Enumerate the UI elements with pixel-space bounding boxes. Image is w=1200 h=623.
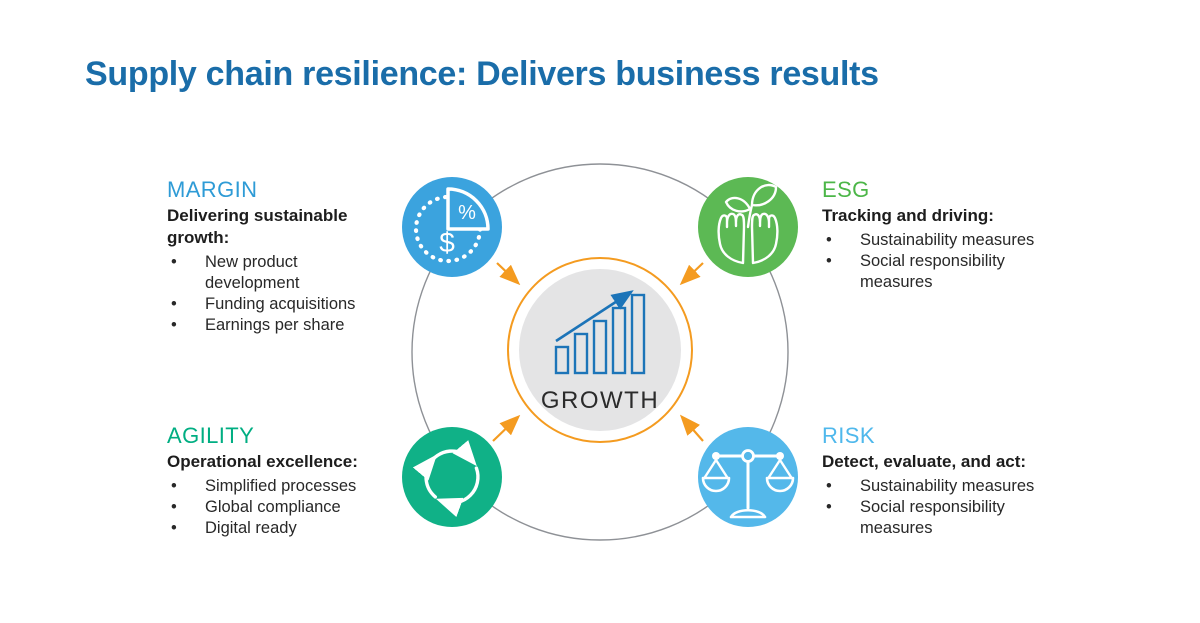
- quadrant-agility: AGILITY Operational excellence: Simplifi…: [167, 423, 377, 539]
- agility-heading: AGILITY: [167, 423, 255, 448]
- hands-holding-plant-icon: [698, 177, 798, 277]
- dollar-symbol: $: [439, 227, 455, 258]
- outer-cycle-circle: [411, 163, 789, 541]
- scale-left-dot: [712, 452, 720, 460]
- growth-gray-circle: [519, 269, 681, 431]
- pie-chart-dollar-percent-icon: % $: [402, 177, 502, 277]
- bullet-item: Earnings per share: [167, 315, 372, 336]
- esg-bullet-list: Sustainability measuresSocial responsibi…: [822, 230, 1072, 293]
- agility-subheading: Operational excellence:: [167, 452, 358, 472]
- scale-right-pan: [765, 476, 795, 493]
- quadrant-margin: MARGIN Delivering sustainable growth: Ne…: [167, 177, 372, 336]
- esg-heading: ESG: [822, 177, 870, 202]
- arrow-from-margin-icon: [496, 262, 521, 286]
- hand-left: [717, 212, 746, 265]
- balance-scale-icon: [698, 427, 798, 527]
- growth-hub: GROWTH: [507, 257, 693, 443]
- bullet-item: Digital ready: [167, 518, 377, 539]
- plant-leaf-left: [724, 196, 752, 213]
- margin-subheading: Delivering sustainable growth:: [167, 206, 348, 248]
- margin-heading: MARGIN: [167, 177, 258, 202]
- quadrant-risk: RISK Detect, evaluate, and act: Sustaina…: [822, 423, 1072, 539]
- hand-right: [750, 212, 779, 265]
- esg-subheading: Tracking and driving:: [822, 206, 994, 226]
- bullet-item: New product development: [167, 252, 372, 294]
- cycle-arc-right: [435, 466, 480, 518]
- growth-label: GROWTH: [541, 387, 659, 414]
- quadrant-esg: ESG Tracking and driving: Sustainability…: [822, 177, 1072, 293]
- bar-chart-growth-icon: [554, 290, 646, 375]
- scale-left-strings: [703, 458, 729, 479]
- growth-orange-ring: [507, 257, 693, 443]
- bullet-item: Sustainability measures: [822, 230, 1072, 251]
- agility-bullet-list: Simplified processesGlobal complianceDig…: [167, 476, 377, 539]
- percent-symbol: %: [458, 202, 476, 224]
- pie-wedge: [446, 187, 490, 231]
- arrow-from-agility-icon: [492, 414, 521, 442]
- cycle-arc-left: [412, 454, 438, 499]
- plant-leaf-right: [750, 183, 778, 207]
- page-title: Supply chain resilience: Delivers busine…: [85, 55, 879, 93]
- bullet-item: Global compliance: [167, 497, 377, 518]
- risk-bullet-list: Sustainability measuresSocial responsibi…: [822, 476, 1072, 539]
- arrow-from-risk-icon: [679, 414, 704, 442]
- risk-subheading: Detect, evaluate, and act:: [822, 452, 1027, 472]
- cycle-arrows-icon: [402, 427, 502, 527]
- plant-stem: [746, 203, 754, 229]
- bullet-item: Simplified processes: [167, 476, 377, 497]
- inward-arrows: [492, 262, 704, 442]
- scale-base: [729, 508, 767, 519]
- risk-heading: RISK: [822, 423, 875, 448]
- scale-right-dot: [776, 452, 784, 460]
- bullet-item: Social responsibility measures: [822, 251, 1072, 293]
- bullet-item: Social responsibility measures: [822, 497, 1072, 539]
- scale-left-pan: [701, 476, 731, 493]
- scale-right-strings: [767, 458, 793, 479]
- arrow-from-esg-icon: [679, 262, 704, 286]
- margin-bullet-list: New product developmentFunding acquisiti…: [167, 252, 372, 336]
- scale-pivot: [741, 449, 755, 463]
- bullet-item: Funding acquisitions: [167, 294, 372, 315]
- bullet-item: Sustainability measures: [822, 476, 1072, 497]
